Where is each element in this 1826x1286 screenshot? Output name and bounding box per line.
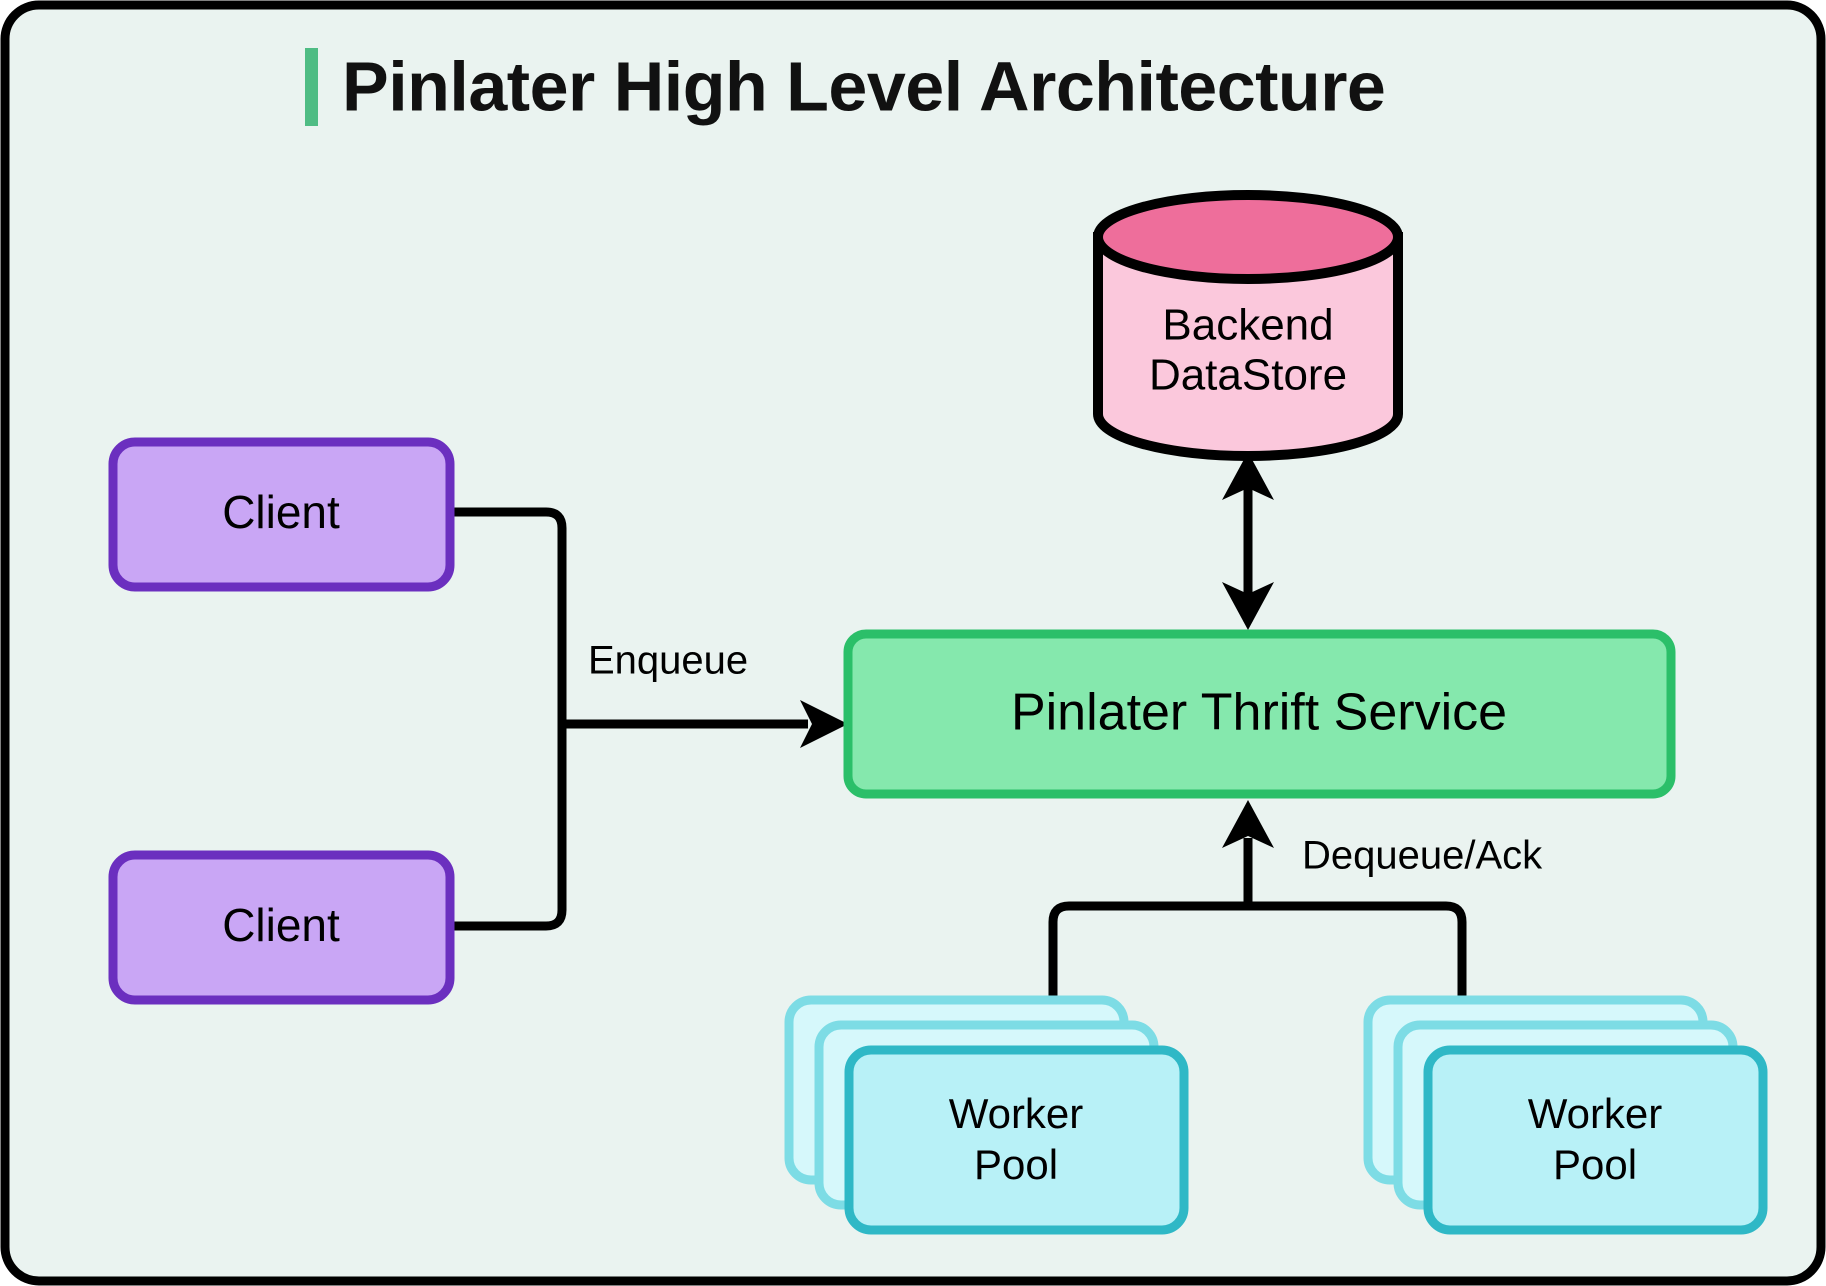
arrowhead-store-up: [1222, 452, 1274, 500]
arrowhead-dequeue: [1222, 800, 1274, 848]
node-client-top[interactable]: Client: [108, 437, 455, 592]
client-top-label: Client: [222, 486, 340, 538]
worker-left-label-line2: Pool: [974, 1141, 1058, 1188]
arrowhead-store-down: [1222, 582, 1274, 630]
datastore-label-line2: DataStore: [1149, 351, 1347, 400]
datastore-label-line1: Backend: [1162, 301, 1333, 350]
client-bottom-box[interactable]: [108, 850, 455, 1005]
edge-label-dequeue-ack: Dequeue/Ack: [1302, 834, 1543, 878]
page-title: Pinlater High Level Architecture: [342, 47, 1385, 125]
connector-client-bottom: [450, 716, 567, 931]
node-worker-right[interactable]: Worker Pool: [1363, 995, 1768, 1235]
connector-worker-right: [1248, 901, 1467, 1018]
connector-client-top: [450, 507, 567, 716]
node-worker-left[interactable]: Worker Pool: [784, 995, 1189, 1235]
worker-right-card-front[interactable]: [1423, 1045, 1768, 1235]
arrowhead-enqueue: [800, 700, 848, 748]
node-datastore[interactable]: Backend DataStore: [1093, 190, 1403, 461]
connector-worker-left: [1048, 901, 1248, 1018]
node-client-bottom[interactable]: Client: [108, 850, 455, 1005]
node-service[interactable]: Pinlater Thrift Service: [843, 629, 1676, 799]
worker-left-card-front[interactable]: [844, 1045, 1189, 1235]
worker-left-label-line1: Worker: [949, 1090, 1084, 1137]
worker-right-label-line1: Worker: [1528, 1090, 1663, 1137]
service-label: Pinlater Thrift Service: [1011, 684, 1507, 742]
worker-right-label-line2: Pool: [1553, 1141, 1637, 1188]
datastore-body[interactable]: [1093, 232, 1403, 461]
datastore-top[interactable]: [1093, 190, 1403, 284]
edge-label-enqueue: Enqueue: [588, 639, 748, 683]
service-box[interactable]: [843, 629, 1676, 799]
client-bottom-label: Client: [222, 899, 340, 951]
title-accent-bar: [305, 48, 318, 126]
client-top-box[interactable]: [108, 437, 455, 592]
